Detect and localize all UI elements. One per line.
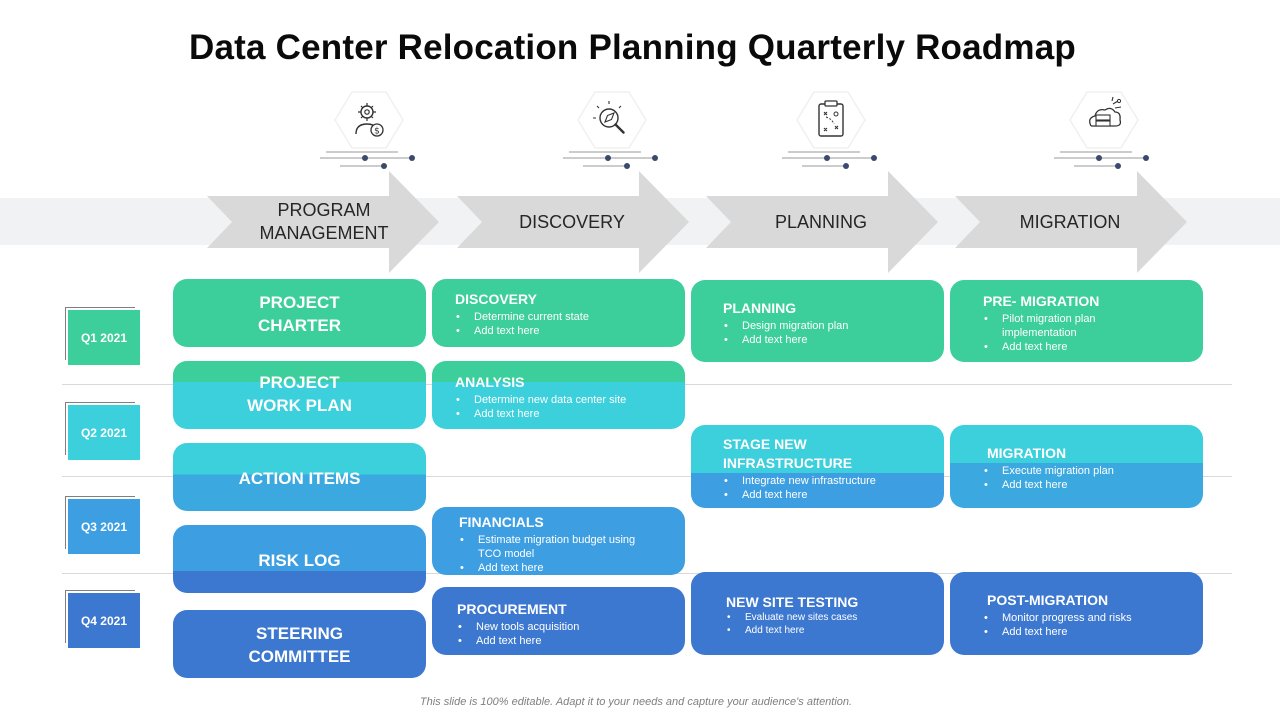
bullet-item: Add text here xyxy=(723,488,944,502)
bullet-list: Determine new data center site Add text … xyxy=(455,393,685,421)
card-new-site-testing: NEW SITE TESTING Evaluate new sites case… xyxy=(691,572,944,655)
bullet-item: New tools acquisition xyxy=(457,620,685,634)
card-project-work-plan: PROJECT WORK PLAN xyxy=(173,361,426,429)
bullet-item: Monitor progress and risks xyxy=(983,611,1203,625)
card-title: POST-MIGRATION xyxy=(987,592,1109,608)
bullet-item: Determine new data center site xyxy=(455,393,685,407)
bullet-item: Add text here xyxy=(723,333,944,347)
bullet-list: Pilot migration plan implementation Add … xyxy=(983,312,1133,354)
bullet-item: Determine current state xyxy=(455,310,685,324)
quarter-label-q1: Q1 2021 xyxy=(68,310,140,365)
bullet-item: Add text here xyxy=(983,340,1133,354)
card-title: STEERING COMMITTEE xyxy=(248,624,351,666)
phase-label: PROGRAM MANAGEMENT xyxy=(259,200,389,243)
card-title: PROJECT CHARTER xyxy=(257,293,342,335)
card-title: PROCUREMENT xyxy=(457,601,567,617)
card-action-items: ACTION ITEMS xyxy=(173,443,426,511)
bullet-item: Add text here xyxy=(455,407,685,421)
phase-arrow-migration: MIGRATION xyxy=(955,171,1187,273)
person-gear-dollar-icon: $ xyxy=(334,90,404,150)
card-procurement: PROCUREMENT New tools acquisition Add te… xyxy=(432,587,685,655)
bullet-list: Design migration plan Add text here xyxy=(723,319,944,347)
bullet-list: Integrate new infrastructure Add text he… xyxy=(723,474,944,502)
bullet-item: Add text here xyxy=(726,624,944,637)
card-title: ANALYSIS xyxy=(455,374,525,390)
bullet-list: New tools acquisition Add text here xyxy=(457,620,685,648)
svg-text:$: $ xyxy=(374,127,380,137)
phase-label: DISCOVERY xyxy=(519,211,625,232)
bullet-item: Add text here xyxy=(459,561,659,575)
card-migration: MIGRATION Execute migration plan Add tex… xyxy=(950,425,1203,508)
card-title: DISCOVERY xyxy=(455,291,537,307)
card-project-charter: PROJECT CHARTER xyxy=(173,279,426,347)
card-risk-log: RISK LOG xyxy=(173,525,426,593)
bullet-item: Add text here xyxy=(983,478,1203,492)
card-title: PLANNING xyxy=(723,300,797,316)
connector-decoration xyxy=(563,148,673,172)
card-discovery: DISCOVERY Determine current state Add te… xyxy=(432,279,685,347)
bullet-list: Execute migration plan Add text here xyxy=(983,464,1203,492)
bullet-item: Pilot migration plan implementation xyxy=(983,312,1133,340)
bullet-item: Design migration plan xyxy=(723,319,944,333)
card-title: MIGRATION xyxy=(987,445,1067,461)
phase-arrow-discovery: DISCOVERY xyxy=(457,171,689,273)
quarter-label-q3: Q3 2021 xyxy=(68,499,140,554)
card-analysis: ANALYSIS Determine new data center site … xyxy=(432,361,685,429)
bullet-item: Add text here xyxy=(455,324,685,338)
card-planning: PLANNING Design migration plan Add text … xyxy=(691,280,944,362)
connector-decoration xyxy=(1054,148,1164,172)
footer-note: This slide is 100% editable. Adapt it to… xyxy=(419,696,853,708)
card-title: RISK LOG xyxy=(258,550,341,570)
bullet-item: Add text here xyxy=(457,634,685,648)
card-financials: FINANCIALS Estimate migration budget usi… xyxy=(432,507,685,575)
card-title: FINANCIALS xyxy=(459,514,544,530)
card-post-migration: POST-MIGRATION Monitor progress and risk… xyxy=(950,572,1203,655)
phase-arrow-program-management: PROGRAM MANAGEMENT xyxy=(207,171,439,273)
bullet-item: Estimate migration budget using TCO mode… xyxy=(459,533,659,561)
clipboard-plan-icon xyxy=(796,90,866,150)
phase-label: PLANNING xyxy=(774,211,868,232)
quarter-label-q4: Q4 2021 xyxy=(68,593,140,648)
bullet-list: Evaluate new sites cases Add text here xyxy=(726,611,944,637)
page-title: Data Center Relocation Planning Quarterl… xyxy=(189,28,1076,67)
card-title: NEW SITE TESTING xyxy=(726,594,859,610)
card-steering-committee: STEERING COMMITTEE xyxy=(173,610,426,678)
bullet-list: Monitor progress and risks Add text here xyxy=(983,611,1203,639)
card-title: PROJECT WORK PLAN xyxy=(247,373,352,415)
card-title: PRE- MIGRATION xyxy=(983,293,1100,309)
bullet-item: Execute migration plan xyxy=(983,464,1203,478)
bullet-list: Estimate migration budget using TCO mode… xyxy=(459,533,659,575)
bullet-item: Evaluate new sites cases xyxy=(726,611,944,624)
bullet-item: Integrate new infrastructure xyxy=(723,474,944,488)
server-cloud-icon xyxy=(1069,90,1139,150)
quarter-label-q2: Q2 2021 xyxy=(68,405,140,460)
phase-label: MIGRATION xyxy=(1019,211,1121,232)
connector-decoration xyxy=(782,148,892,172)
card-stage-new-infrastructure: STAGE NEW INFRASTRUCTURE Integrate new i… xyxy=(691,425,944,508)
bullet-list: Determine current state Add text here xyxy=(455,310,685,338)
phase-arrow-planning: PLANNING xyxy=(706,171,938,273)
bullet-item: Add text here xyxy=(983,625,1203,639)
magnifier-compass-icon xyxy=(577,90,647,150)
card-pre-migration: PRE- MIGRATION Pilot migration plan impl… xyxy=(950,280,1203,362)
card-title: ACTION ITEMS xyxy=(238,468,361,488)
row-divider xyxy=(62,476,1232,477)
connector-decoration xyxy=(320,148,430,172)
card-title: STAGE NEW INFRASTRUCTURE xyxy=(723,436,853,471)
